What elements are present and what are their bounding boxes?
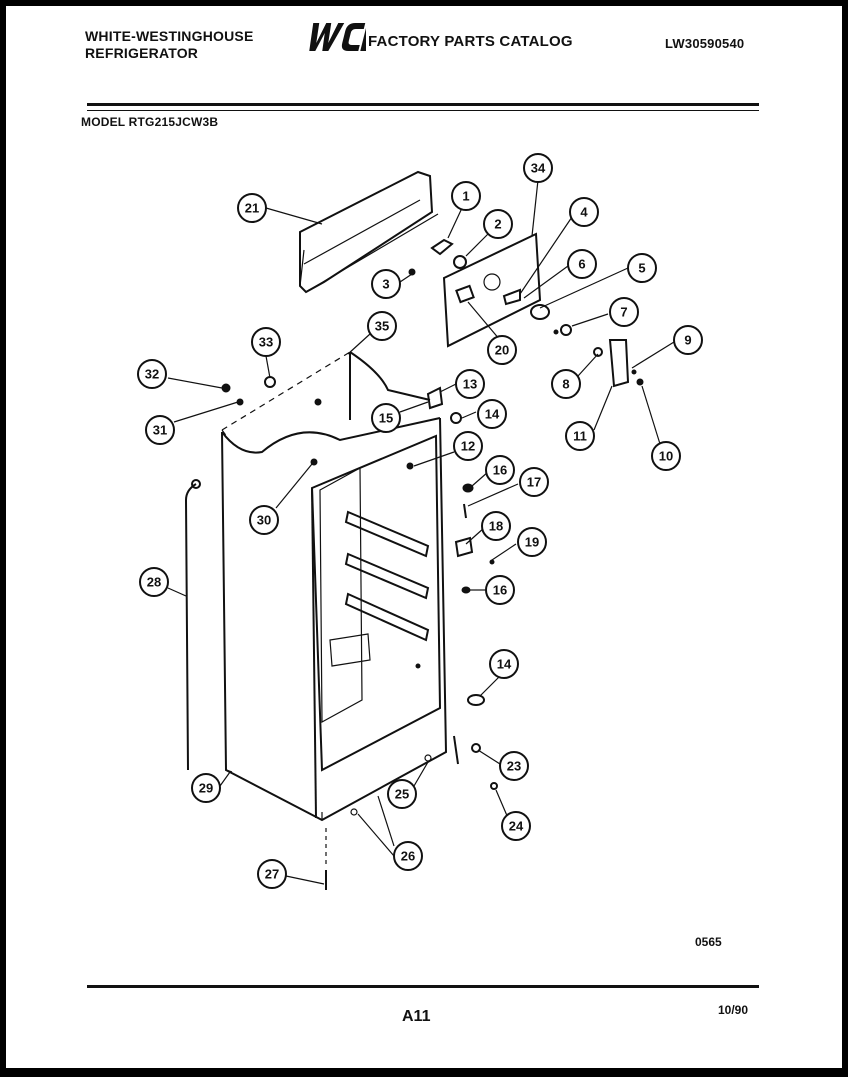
callout-7: 7	[609, 297, 639, 327]
svg-text:14: 14	[497, 657, 512, 672]
callout-9: 9	[673, 325, 703, 355]
brand-name: WHITE-WESTINGHOUSE	[85, 28, 254, 44]
svg-text:16: 16	[493, 583, 507, 598]
callout-26: 26	[393, 841, 423, 871]
callout-24: 24	[501, 811, 531, 841]
callout-16-upper: 16	[485, 455, 515, 485]
svg-text:32: 32	[145, 367, 159, 382]
callout-5: 5	[627, 253, 657, 283]
callout-10: 10	[651, 441, 681, 471]
svg-text:9: 9	[684, 333, 691, 348]
svg-text:34: 34	[531, 161, 546, 176]
svg-text:20: 20	[495, 343, 509, 358]
callout-3: 3	[371, 269, 401, 299]
callout-28: 28	[139, 567, 169, 597]
product-type: REFRIGERATOR	[85, 45, 199, 61]
svg-text:21: 21	[245, 201, 259, 216]
callout-2: 2	[483, 209, 513, 239]
callout-34: 34	[523, 153, 553, 183]
left-hardware	[221, 376, 322, 466]
catalog-title: FACTORY PARTS CATALOG	[368, 33, 573, 50]
callout-30: 30	[249, 505, 279, 535]
svg-text:26: 26	[401, 849, 415, 864]
callout-14-upper: 14	[477, 399, 507, 429]
thermostat-bracket	[593, 339, 644, 388]
drawing-code: 0565	[695, 935, 722, 949]
callout-27: 27	[257, 859, 287, 889]
leader-lines	[167, 179, 675, 885]
brand-block: WHITE-WESTINGHOUSE REFRIGERATOR	[85, 28, 253, 62]
model-label: MODEL RTG215JCW3B	[81, 115, 219, 129]
callout-18: 18	[481, 511, 511, 541]
callout-16-lower: 16	[485, 575, 515, 605]
callout-21: 21	[237, 193, 267, 223]
svg-text:5: 5	[638, 261, 645, 276]
page-label: A11	[402, 1008, 431, 1025]
callout-25: 25	[387, 779, 417, 809]
svg-text:29: 29	[199, 781, 213, 796]
callout-33: 33	[251, 327, 281, 357]
callout-31: 31	[145, 415, 175, 445]
svg-text:11: 11	[573, 429, 587, 444]
svg-text:23: 23	[507, 759, 521, 774]
svg-text:31: 31	[153, 423, 167, 438]
refrigerator-cabinet	[221, 351, 448, 822]
svg-text:13: 13	[463, 377, 477, 392]
svg-text:18: 18	[489, 519, 503, 534]
wci-logo	[309, 23, 366, 51]
callout-4: 4	[569, 197, 599, 227]
svg-text:16: 16	[493, 463, 507, 478]
document-number: LW30590540	[665, 36, 745, 51]
callout-1: 1	[451, 181, 481, 211]
svg-text:8: 8	[562, 377, 569, 392]
svg-text:25: 25	[395, 787, 409, 802]
catalog-date: 10/90	[718, 1003, 749, 1017]
callout-17: 17	[519, 467, 549, 497]
svg-text:2: 2	[494, 217, 501, 232]
svg-text:28: 28	[147, 575, 161, 590]
svg-text:35: 35	[375, 319, 389, 334]
svg-text:10: 10	[659, 449, 673, 464]
svg-text:3: 3	[382, 277, 389, 292]
callout-32: 32	[137, 359, 167, 389]
catalog-sheet	[6, 6, 842, 1068]
callout-6: 6	[567, 249, 597, 279]
svg-text:12: 12	[461, 439, 475, 454]
svg-text:15: 15	[379, 411, 393, 426]
callout-19: 19	[517, 527, 547, 557]
callout-23: 23	[499, 751, 529, 781]
callout-12: 12	[453, 431, 483, 461]
callout-20: 20	[487, 335, 517, 365]
drain-tube	[184, 479, 201, 771]
svg-text:19: 19	[525, 535, 539, 550]
svg-text:24: 24	[509, 819, 524, 834]
callout-11: 11	[565, 421, 595, 451]
callout-35: 35	[367, 311, 397, 341]
callout-14-lower: 14	[489, 649, 519, 679]
hinge-hardware	[325, 386, 498, 890]
svg-text:6: 6	[578, 257, 585, 272]
callout-15: 15	[371, 403, 401, 433]
control-panel	[442, 232, 542, 348]
svg-text:4: 4	[580, 205, 588, 220]
svg-text:30: 30	[257, 513, 271, 528]
svg-text:14: 14	[485, 407, 500, 422]
svg-text:33: 33	[259, 335, 273, 350]
footer-rule	[87, 985, 759, 988]
callout-8: 8	[551, 369, 581, 399]
svg-text:27: 27	[265, 867, 279, 882]
header-rule-thin	[87, 110, 759, 111]
svg-text:17: 17	[527, 475, 541, 490]
svg-text:7: 7	[620, 305, 627, 320]
control-hardware	[408, 238, 572, 336]
header-rule-thick	[87, 103, 759, 106]
callout-29: 29	[191, 773, 221, 803]
svg-text:1: 1	[462, 189, 469, 204]
callout-13: 13	[455, 369, 485, 399]
top-trim-panel	[299, 170, 439, 294]
